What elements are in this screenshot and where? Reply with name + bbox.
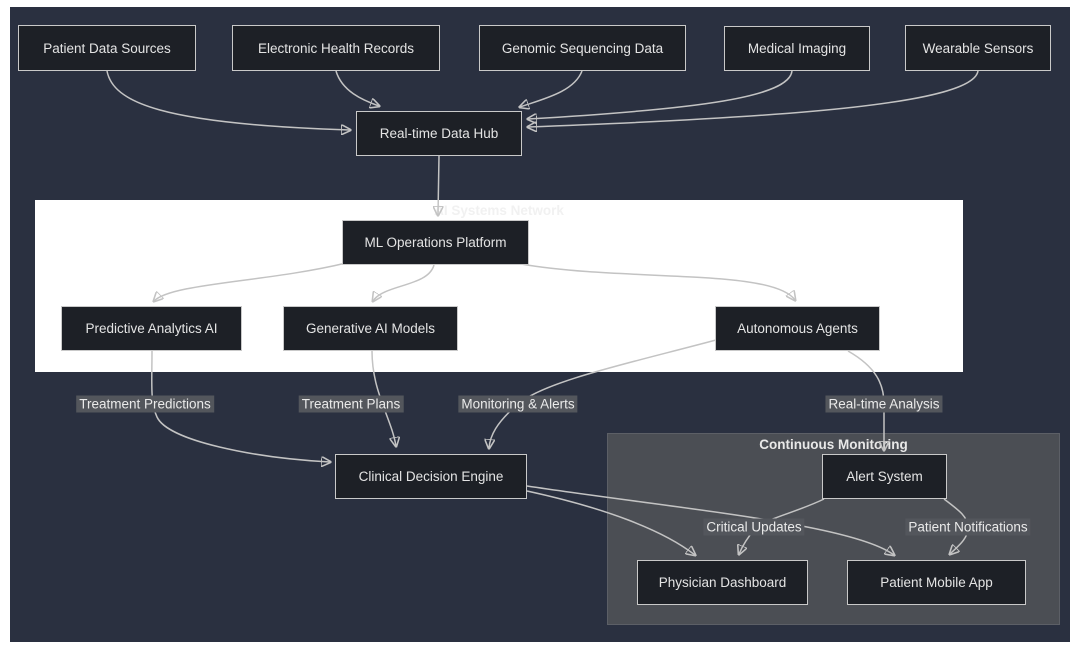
- edge-patient-data-sources-to-hub: [106, 70, 350, 130]
- edge-mlops-to-generative: [373, 264, 435, 301]
- subgraph-ai-systems-title: AI Systems Network: [434, 203, 564, 218]
- edge-genomic-to-hub: [520, 70, 583, 107]
- node-alert-system: Alert System: [822, 454, 947, 499]
- node-patient-mobile-app: Patient Mobile App: [847, 560, 1026, 605]
- node-clinical-decision-engine: Clinical Decision Engine: [335, 454, 527, 499]
- edge-label-treatment-predictions: Treatment Predictions: [76, 395, 214, 413]
- edge-cde-to-physician-dashboard: [526, 490, 695, 555]
- node-electronic-health-records: Electronic Health Records: [232, 25, 440, 71]
- node-patient-data-sources: Patient Data Sources: [18, 25, 196, 71]
- edge-label-patient-notifications: Patient Notifications: [905, 518, 1031, 536]
- edge-hub-to-mlops: [438, 155, 439, 215]
- edge-label-treatment-plans: Treatment Plans: [298, 395, 404, 413]
- node-genomic-sequencing-data: Genomic Sequencing Data: [479, 25, 686, 71]
- edge-agents-to-cde: [489, 339, 717, 448]
- node-realtime-data-hub: Real-time Data Hub: [356, 111, 522, 156]
- subgraph-continuous-monitoring-title: Continuous Monitoring: [759, 437, 908, 452]
- edge-mlops-to-predictive: [154, 262, 347, 301]
- node-predictive-analytics-ai: Predictive Analytics AI: [61, 306, 242, 351]
- edge-wearable-to-hub: [528, 70, 979, 127]
- node-ml-operations-platform: ML Operations Platform: [342, 220, 529, 265]
- edge-label-critical-updates: Critical Updates: [703, 518, 805, 536]
- edge-ehr-to-hub: [335, 70, 379, 106]
- node-wearable-sensors: Wearable Sensors: [905, 25, 1051, 71]
- node-medical-imaging: Medical Imaging: [724, 26, 870, 71]
- edge-label-monitoring-alerts: Monitoring & Alerts: [458, 395, 578, 413]
- node-physician-dashboard: Physician Dashboard: [637, 560, 808, 605]
- node-generative-ai-models: Generative AI Models: [283, 306, 458, 351]
- node-autonomous-agents: Autonomous Agents: [715, 306, 880, 351]
- edge-predictive-to-cde: [150, 350, 330, 462]
- edge-medical-imaging-to-hub: [528, 70, 793, 119]
- edge-label-realtime-analysis: Real-time Analysis: [825, 395, 943, 413]
- edge-mlops-to-agents: [520, 263, 795, 300]
- edge-cde-to-patient-mobile-app: [526, 485, 894, 555]
